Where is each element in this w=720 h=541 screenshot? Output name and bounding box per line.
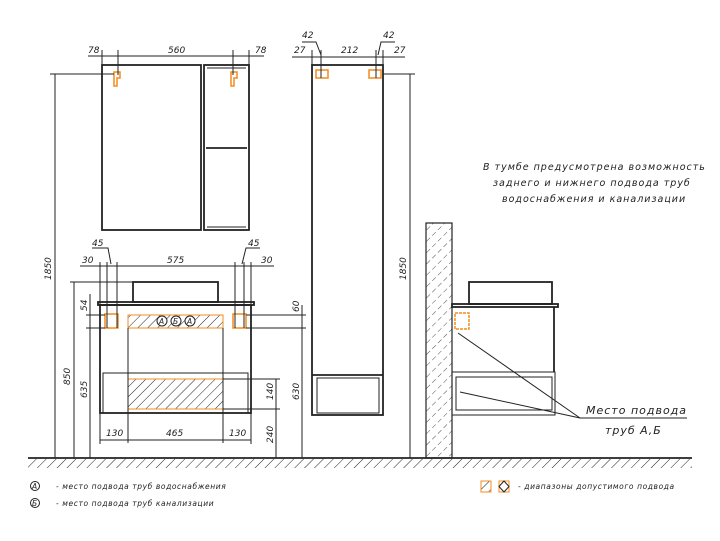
dim-vanity-pipe-zone: 54: [80, 299, 90, 311]
vanity-front: А Б А 45 45 30 575 30 850 635 54 60 6: [63, 239, 306, 458]
legend-range-text: - диапазоны допустимого подвода: [518, 482, 675, 491]
faucet-icon: [230, 71, 238, 87]
legend-sewer-icon: Б: [30, 498, 40, 508]
dim-height-left: 1850: [44, 257, 54, 280]
marker-b: Б: [170, 315, 182, 327]
dim-drawer-floor: 240: [266, 426, 276, 443]
mirror-cabinet: 78 560 78: [88, 46, 267, 231]
cross-range-icon: [498, 480, 510, 493]
dim-vanity-offset-right: 30: [261, 256, 273, 266]
hatch-range-icon: [480, 480, 492, 493]
callout-line-1: Место подвода: [586, 404, 687, 417]
dim-vanity-right-zone: 60: [292, 300, 302, 312]
callout-line-2: труб А,Б: [605, 424, 662, 437]
dim-bottom-right: 130: [229, 429, 246, 439]
dim-vanity-height: 850: [63, 368, 73, 385]
dim-pencil-pipe-left: 42: [302, 31, 314, 41]
note-line-3: водоснабжения и канализации: [502, 194, 686, 205]
dim-vanity-right-height: 630: [292, 383, 302, 400]
wall: [425, 222, 453, 459]
dim-vanity-width: 575: [167, 256, 184, 266]
dim-vanity-pipe-height: 635: [80, 381, 90, 398]
note-line-1: В тумбе предусмотрена возможность: [483, 162, 706, 173]
pencil-case: 27 212 27 42 42 1850: [292, 31, 415, 458]
marker-a: А: [184, 315, 196, 327]
floor: [28, 457, 692, 468]
dim-drawer-zone: 140: [266, 383, 276, 400]
dim-bottom-left: 130: [106, 429, 123, 439]
dim-vanity-pipe-left: 45: [92, 239, 104, 249]
svg-text:Б: Б: [32, 499, 38, 508]
legend-water-text: - место подвода труб водоснабжения: [56, 482, 226, 491]
dim-height-right: 1850: [399, 257, 409, 280]
dim-pencil-left: 27: [294, 46, 306, 56]
faucet-icon: [113, 71, 121, 87]
dim-mirror-width: 560: [168, 46, 185, 56]
dim-vanity-offset-left: 30: [82, 256, 94, 266]
legend-sewer-text: - место подвода труб канализации: [56, 499, 214, 508]
legend-water-icon: А: [30, 481, 40, 491]
dim-vanity-pipe-right: 45: [248, 239, 260, 249]
legend: А - место подвода труб водоснабжения Б -…: [30, 480, 675, 508]
dim-mirror-right: 78: [255, 46, 267, 56]
dim-mirror-left: 78: [88, 46, 100, 56]
note-line-2: заднего и нижнего подвода труб: [493, 178, 691, 189]
dim-pencil-width: 212: [341, 46, 358, 56]
svg-text:Б: Б: [173, 317, 179, 326]
dim-pencil-pipe-right: 42: [383, 31, 395, 41]
svg-text:А: А: [186, 317, 193, 326]
svg-text:А: А: [31, 482, 38, 491]
dim-pencil-right: 27: [394, 46, 406, 56]
marker-a: А: [156, 315, 168, 327]
svg-text:А: А: [158, 317, 165, 326]
dim-bottom-middle: 465: [166, 429, 183, 439]
side-view: Место подвода труб А,Б: [425, 222, 687, 459]
